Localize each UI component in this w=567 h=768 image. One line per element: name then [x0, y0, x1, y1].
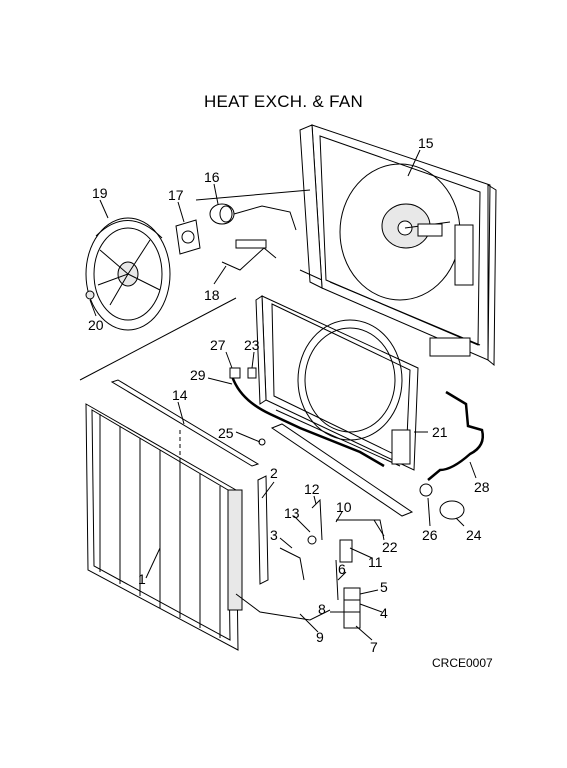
- callout-3: 3: [270, 527, 278, 543]
- side-plate-part: [257, 475, 269, 585]
- callout-13: 13: [284, 505, 300, 521]
- callout-7: 7: [370, 639, 378, 655]
- refrigerant-piping: [235, 498, 385, 621]
- callout-23: 23: [244, 337, 260, 353]
- callout-20: 20: [88, 317, 104, 333]
- callout-29: 29: [190, 367, 206, 383]
- callout-17: 17: [168, 187, 184, 203]
- rear-housing-part: [299, 124, 497, 367]
- front-shroud-part: [255, 295, 419, 471]
- wire-lead-part: [230, 375, 385, 468]
- drain-pan-part: [270, 423, 414, 517]
- assembly-boundary-line: [79, 297, 237, 381]
- assembly-boundary-line: [195, 189, 311, 201]
- callout-11: 11: [368, 554, 383, 570]
- clip-part: [247, 367, 257, 379]
- callout-labels: 1 2 3 4 5 6 7 8 9 10 11 12 13 14 15 16 1…: [88, 135, 490, 655]
- callout-1: 1: [138, 571, 146, 587]
- callout-19: 19: [92, 185, 108, 201]
- wire-harness-part: [221, 239, 277, 271]
- callout-14: 14: [172, 387, 188, 403]
- motor-bracket-part: [175, 219, 201, 255]
- leader-lines: [89, 149, 477, 641]
- callout-25: 25: [218, 425, 234, 441]
- condenser-coil-part: [85, 403, 243, 651]
- connector-part: [229, 367, 241, 379]
- callout-8: 8: [318, 601, 326, 617]
- callout-24: 24: [466, 527, 482, 543]
- diagram-title: HEAT EXCH. & FAN: [203, 92, 364, 111]
- valve-assembly-part: [343, 587, 361, 629]
- callout-27: 27: [210, 337, 226, 353]
- callout-5: 5: [380, 579, 388, 595]
- callout-6: 6: [338, 561, 346, 577]
- callout-15: 15: [418, 135, 434, 151]
- callout-10: 10: [336, 499, 352, 515]
- motor-part: [209, 203, 297, 231]
- callout-9: 9: [316, 629, 324, 645]
- fitting-part: [419, 483, 433, 497]
- top-rail-part: [110, 379, 260, 467]
- callout-2: 2: [270, 465, 278, 481]
- capacitor-part: [439, 500, 465, 520]
- drawing-code: CRCE0007: [432, 656, 493, 670]
- callout-4: 4: [380, 605, 388, 621]
- callout-21: 21: [432, 424, 448, 440]
- callout-16: 16: [204, 169, 220, 185]
- callout-26: 26: [422, 527, 438, 543]
- blower-wheel-part: [85, 217, 171, 331]
- callout-28: 28: [474, 479, 490, 495]
- nut-part: [85, 290, 95, 300]
- callout-22: 22: [382, 539, 398, 555]
- callout-18: 18: [204, 287, 220, 303]
- callout-12: 12: [304, 481, 320, 497]
- sensor-wire-part: [427, 390, 484, 481]
